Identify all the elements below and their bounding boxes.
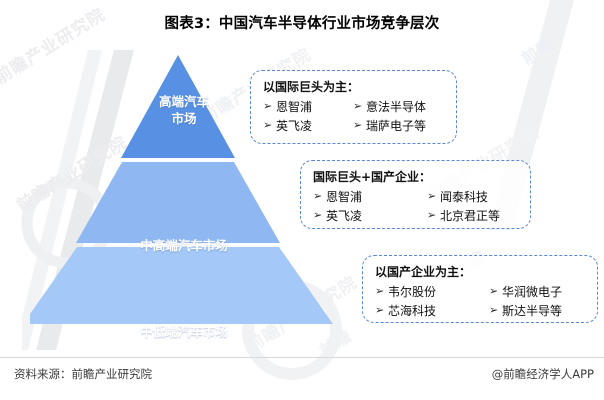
arrow-bullet-icon: ➢ — [353, 118, 363, 132]
arrow-bullet-icon: ➢ — [263, 99, 273, 113]
callout-item[interactable]: ➢ 斯达半导等 — [489, 302, 587, 319]
callout-box-high-end[interactable]: 以国际巨头为主： ➢ 恩智浦 ➢ 意法半导体 ➢ 英飞凌 ➢ 瑞萨电子等 — [250, 70, 457, 144]
callout-item[interactable]: ➢ 英飞凌 — [263, 117, 349, 134]
callout-item-label: 闻泰科技 — [440, 190, 489, 204]
watermark-text: 前瞻 — [519, 35, 558, 69]
arrow-bullet-icon: ➢ — [375, 284, 385, 298]
callout-item-label: 华润微电子 — [502, 285, 563, 299]
arrow-bullet-icon: ➢ — [489, 303, 499, 317]
callout-item-label: 英飞凌 — [326, 209, 363, 223]
arrow-bullet-icon: ➢ — [263, 118, 273, 132]
pyramid-tier-top[interactable] — [121, 55, 235, 158]
callout-item[interactable]: ➢ 恩智浦 — [263, 98, 349, 115]
callout-item-label: 斯达半导等 — [502, 304, 563, 318]
arrow-bullet-icon: ➢ — [353, 99, 363, 113]
arrow-bullet-icon: ➢ — [375, 303, 385, 317]
callout-item-label: 芯海科技 — [388, 304, 437, 318]
callout-item-grid: ➢ 韦尔股份 ➢ 华润微电子 ➢ 芯海科技 ➢ 斯达半导等 — [375, 283, 587, 319]
arrow-bullet-icon: ➢ — [313, 189, 323, 203]
callout-item-label: 恩智浦 — [276, 100, 313, 114]
pyramid-tier-bottom[interactable] — [30, 247, 333, 324]
callout-item[interactable]: ➢ 意法半导体 — [353, 98, 446, 115]
footer-divider — [0, 357, 604, 358]
callout-item-label: 英飞凌 — [276, 119, 313, 133]
watermark-text: 前瞻 — [317, 327, 356, 361]
callout-item[interactable]: ➢ 北京君正等 — [427, 207, 520, 224]
callout-heading: 以国产企业为主： — [375, 265, 472, 279]
callout-box-mid-high-end[interactable]: 国际巨头+国产企业： ➢ 恩智浦 ➢ 闻泰科技 ➢ 英飞凌 ➢ 北京君正等 — [300, 160, 531, 229]
brand-credit: @前瞻经济学人APP — [491, 367, 594, 381]
callout-item[interactable]: ➢ 华润微电子 — [489, 283, 587, 300]
callout-heading: 以国际巨头为主： — [263, 80, 360, 94]
callout-item[interactable]: ➢ 芯海科技 — [375, 302, 485, 319]
source-note: 资料来源：前瞻产业研究院 — [14, 367, 152, 381]
callout-item-label: 韦尔股份 — [388, 285, 437, 299]
callout-item-grid: ➢ 恩智浦 ➢ 闻泰科技 ➢ 英飞凌 ➢ 北京君正等 — [313, 188, 520, 224]
arrow-bullet-icon: ➢ — [427, 208, 437, 222]
callout-item-label: 意法半导体 — [366, 100, 427, 114]
callout-item[interactable]: ➢ 闻泰科技 — [427, 188, 520, 205]
arrow-bullet-icon: ➢ — [313, 208, 323, 222]
callout-heading: 国际巨头+国产企业： — [313, 170, 432, 184]
callout-box-mid-low-end[interactable]: 以国产企业为主： ➢ 韦尔股份 ➢ 华润微电子 ➢ 芯海科技 ➢ 斯达半导等 — [362, 255, 598, 323]
callout-item[interactable]: ➢ 英飞凌 — [313, 207, 423, 224]
callout-item-grid: ➢ 恩智浦 ➢ 意法半导体 ➢ 英飞凌 ➢ 瑞萨电子等 — [263, 98, 446, 134]
pyramid-tier-middle[interactable] — [76, 162, 280, 243]
callout-item-label: 恩智浦 — [326, 190, 363, 204]
callout-item[interactable]: ➢ 瑞萨电子等 — [353, 117, 446, 134]
callout-item-label: 瑞萨电子等 — [366, 119, 427, 133]
callout-item[interactable]: ➢ 恩智浦 — [313, 188, 423, 205]
callout-item-label: 北京君正等 — [440, 209, 501, 223]
arrow-bullet-icon: ➢ — [427, 189, 437, 203]
callout-item[interactable]: ➢ 韦尔股份 — [375, 283, 485, 300]
pyramid-svg — [30, 55, 333, 324]
arrow-bullet-icon: ➢ — [489, 284, 499, 298]
chart-title: 图表3：中国汽车半导体行业市场竞争层次 — [164, 16, 440, 32]
